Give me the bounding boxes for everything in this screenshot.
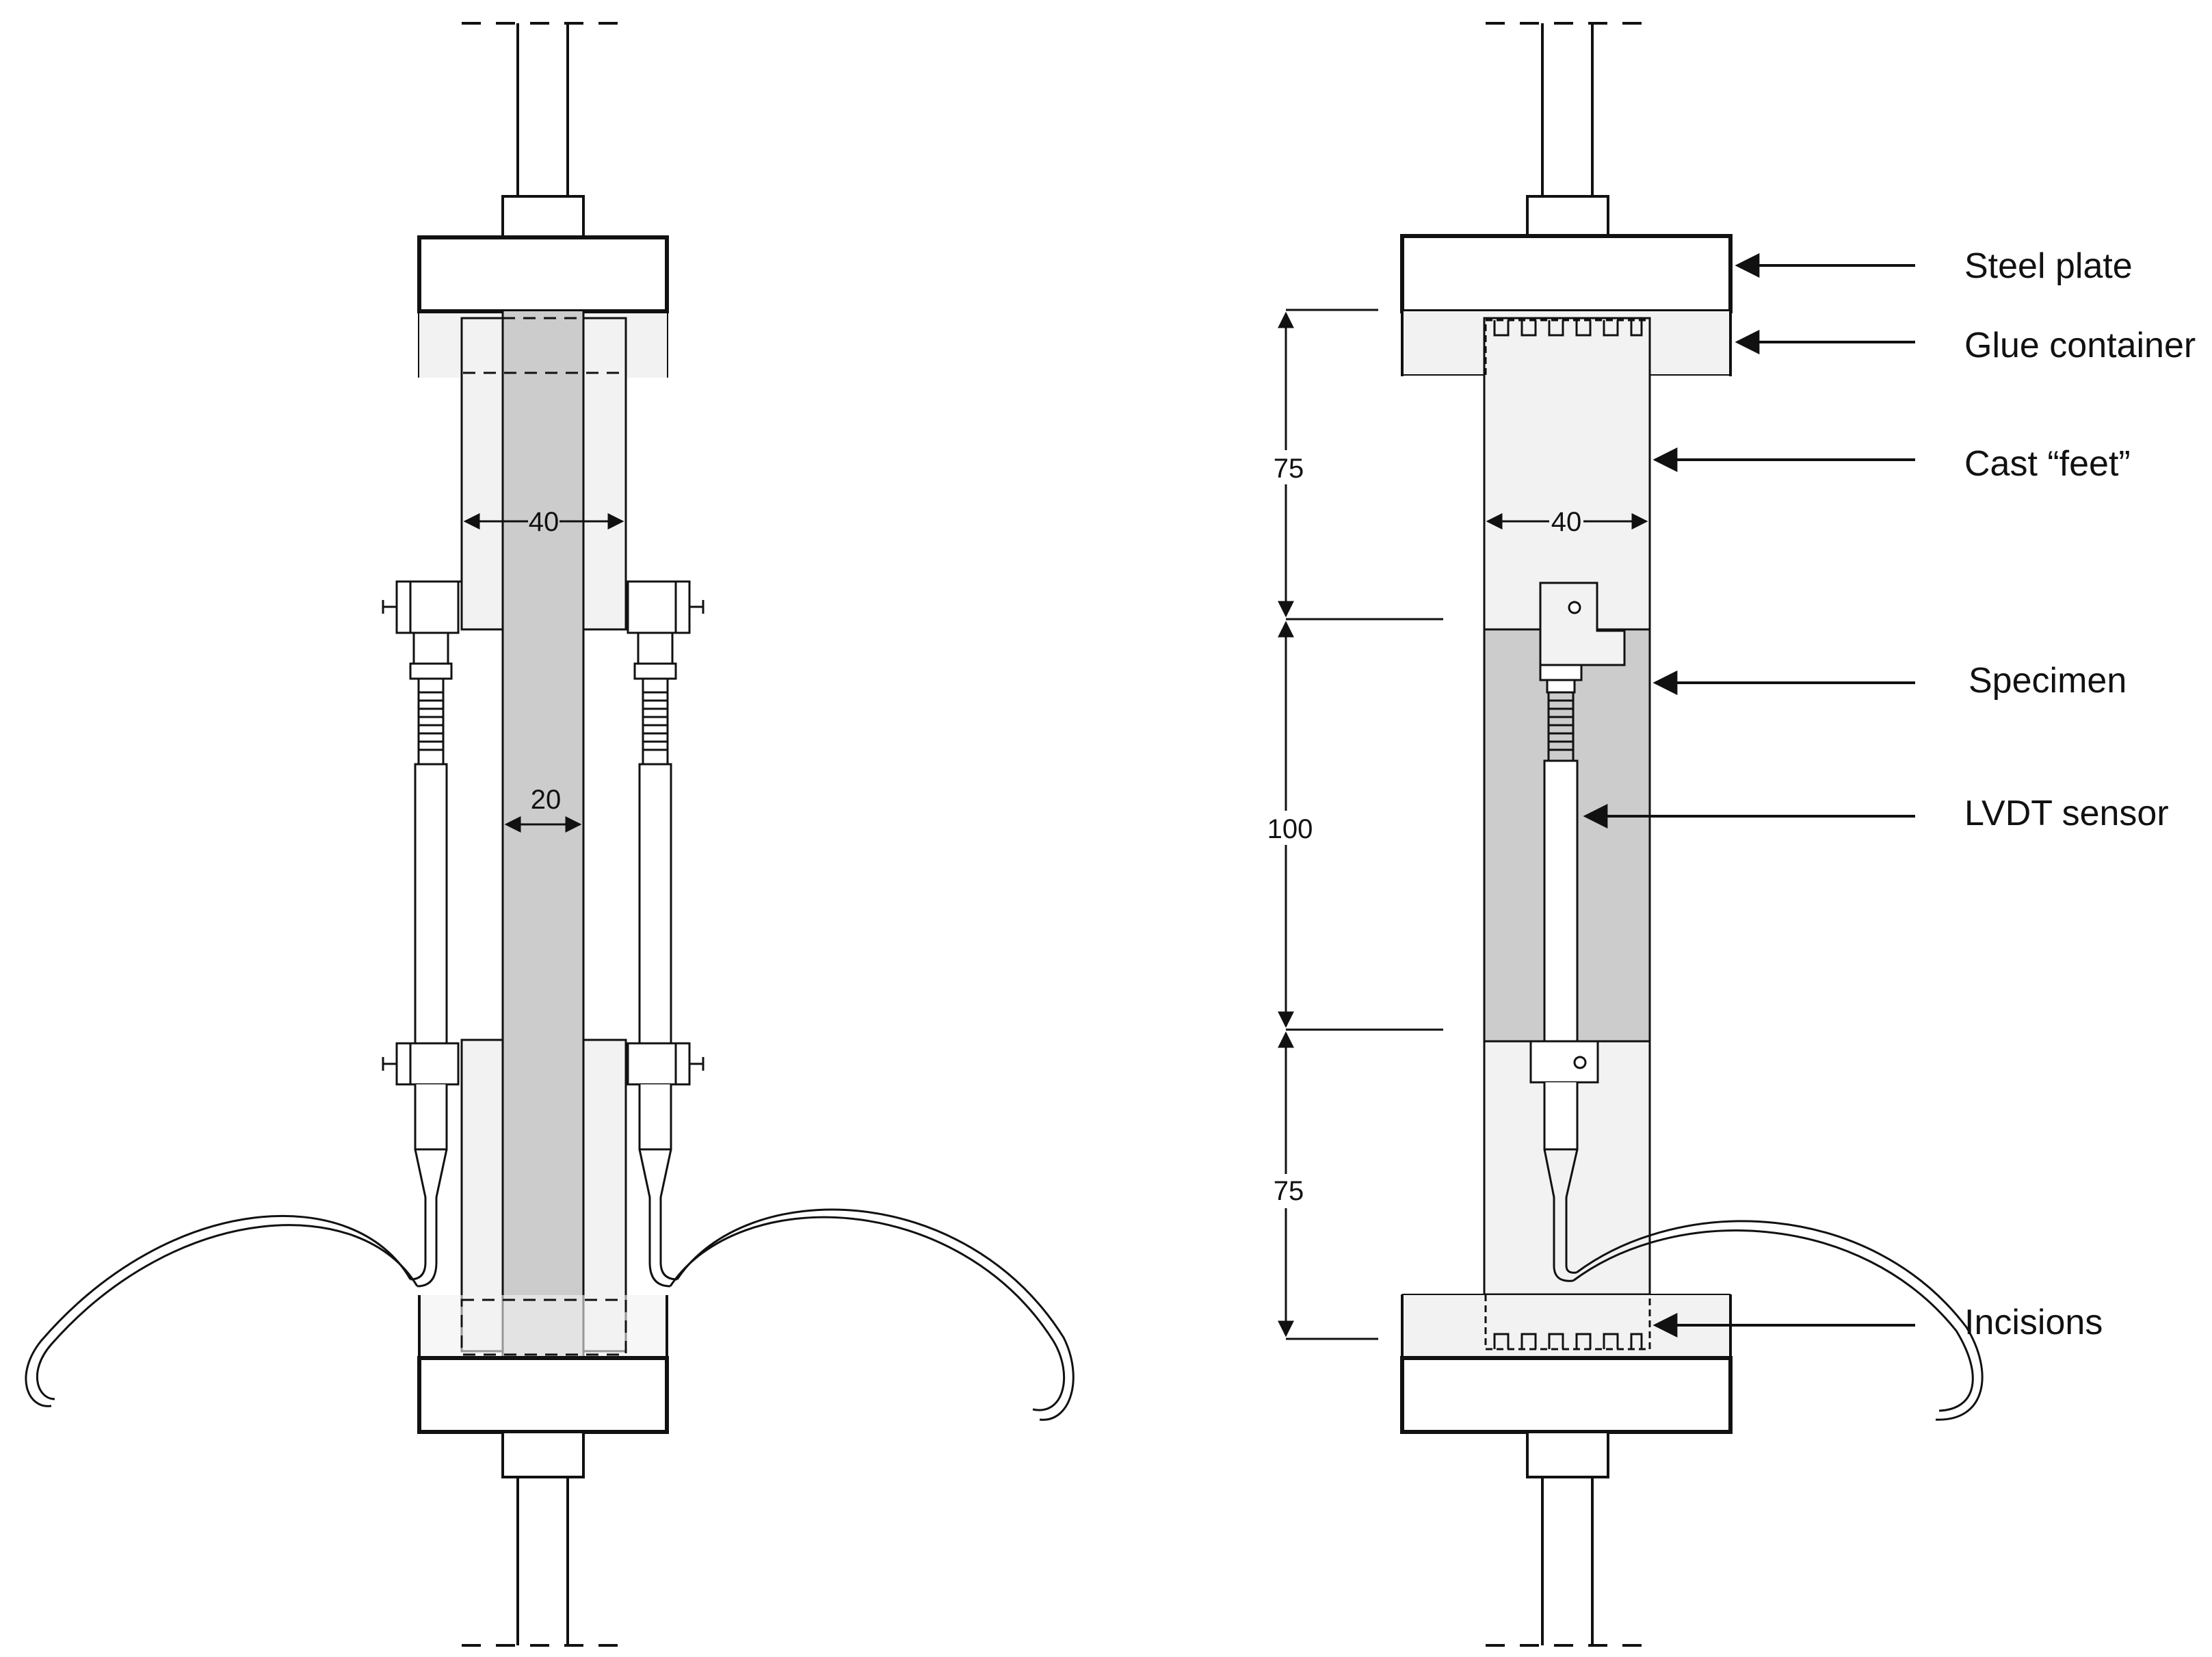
bottom-glue-container — [419, 1295, 667, 1358]
dim-right-foot-width-label: 40 — [1551, 507, 1582, 537]
label-lvdt-sensor: LVDT sensor — [1964, 794, 2169, 833]
label-glue-container: Glue container — [1964, 326, 2196, 365]
lvdt-left — [382, 580, 462, 1288]
bottom-incisions — [1484, 1294, 1651, 1351]
bottom-rod — [462, 1431, 626, 1647]
top-incision-teeth — [1493, 320, 1643, 337]
top-rod — [462, 22, 626, 239]
cable-left-inner — [36, 1224, 419, 1400]
dim-top-foot-length-label: 75 — [1274, 454, 1304, 484]
dim-specimen-width-label: 20 — [531, 785, 562, 815]
right-view — [1278, 22, 1984, 1647]
left-view — [25, 22, 1075, 1647]
right-upper-cast-foot — [1483, 317, 1651, 631]
dim-bottom-foot-length-label: 75 — [1274, 1176, 1304, 1206]
lvdt-right — [627, 580, 705, 1288]
specimen-strip — [503, 311, 583, 1358]
label-cast-feet: Cast “feet” — [1964, 444, 2131, 484]
right-cable-inner — [1576, 1220, 1984, 1421]
dim-gauge-length-label: 100 — [1267, 814, 1313, 844]
bottom-incision-teeth — [1493, 1333, 1643, 1349]
cable-left — [25, 1214, 412, 1407]
leader-arrows — [1583, 253, 1915, 1338]
label-incisions: Incisions — [1964, 1303, 2103, 1342]
top-steel-plate — [417, 235, 669, 313]
bottom-glue-outline — [460, 1299, 627, 1356]
lvdt-side-view — [1529, 582, 1626, 1282]
cable-right — [669, 1216, 1065, 1411]
cable-right-inner — [676, 1208, 1075, 1421]
bottom-steel-plate — [417, 1356, 669, 1434]
label-specimen: Specimen — [1969, 661, 2127, 701]
right-cable — [1572, 1229, 1974, 1412]
right-bottom-steel-plate — [1400, 1356, 1733, 1434]
right-top-steel-plate — [1400, 234, 1733, 313]
dim-foot-width-label: 40 — [529, 507, 559, 537]
top-glue-outline — [460, 317, 627, 374]
top-incisions — [1484, 319, 1651, 375]
label-steel-plate: Steel plate — [1964, 246, 2133, 286]
